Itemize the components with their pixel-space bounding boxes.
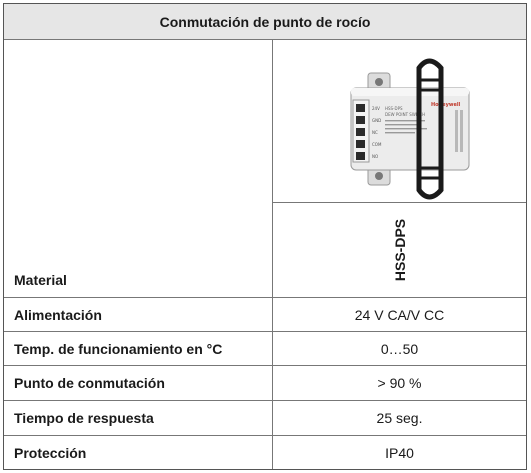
brand-mark: Honeywell: [431, 102, 461, 108]
column-divider: [272, 39, 273, 469]
device-text: DEW POINT SWITCH: [385, 112, 425, 117]
divider: [4, 39, 526, 40]
terminal-label: GND: [372, 118, 381, 123]
row-label: Tiempo de respuesta: [14, 410, 154, 426]
row-value: 0…50: [380, 340, 419, 357]
row-value: IP40: [385, 444, 414, 461]
terminal-label: COM: [372, 142, 382, 147]
row-value: 25 seg.: [376, 410, 423, 426]
table-title: Conmutación de punto de rocío: [4, 4, 526, 39]
divider: [272, 202, 526, 203]
row-label: Temp. de funcionamiento en °C: [14, 340, 223, 357]
terminal-label: NO: [372, 154, 378, 159]
divider: [4, 297, 526, 298]
spec-table: Conmutación de punto de rocío Material: [3, 3, 527, 470]
row-value: 24 V CA/V CC: [354, 306, 445, 323]
row-label: Protección: [14, 444, 87, 461]
divider: [4, 331, 526, 332]
divider: [4, 435, 526, 436]
divider: [4, 400, 526, 401]
material-label: Material: [14, 271, 67, 288]
product-code: HSS-DPS: [391, 218, 408, 282]
terminal-label: NC: [372, 130, 378, 135]
device-text: HSS-DPS: [385, 106, 403, 111]
product-image-cell: 24V GND NC COM NO HSS-DPS DEW POINT SWIT…: [273, 40, 526, 202]
dew-point-switch-image: 24V GND NC COM NO HSS-DPS DEW POINT SWIT…: [350, 58, 470, 200]
product-code-cell: HSS-DPS: [273, 203, 526, 297]
terminal-label: 24V: [372, 106, 380, 111]
row-value: > 90 %: [377, 375, 422, 391]
row-label: Alimentación: [14, 306, 102, 323]
row-label: Punto de conmutación: [14, 375, 165, 391]
divider: [4, 365, 526, 366]
